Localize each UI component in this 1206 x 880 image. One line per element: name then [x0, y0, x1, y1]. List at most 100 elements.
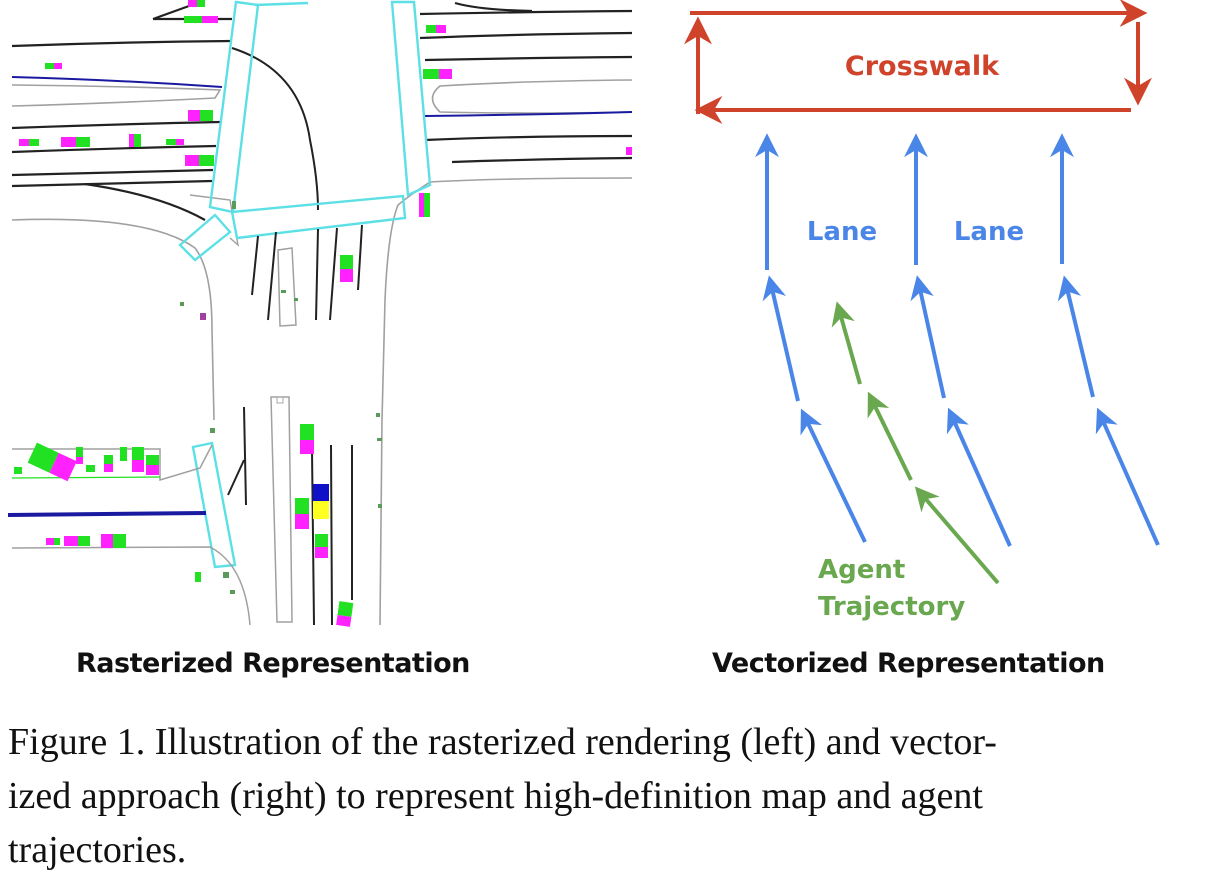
- agent: [146, 455, 159, 475]
- trajectory-vector: [831, 301, 862, 385]
- road-edge: [11, 84, 222, 107]
- agents: [14, 0, 632, 627]
- crosswalk-label: Crosswalk: [845, 51, 1000, 82]
- lane-line: [11, 39, 233, 48]
- agent: [185, 155, 214, 166]
- agent: [129, 134, 141, 147]
- crosswalk-north-east: [390, 0, 432, 197]
- agent: [64, 536, 90, 546]
- agent-label-line2: Trajectory: [818, 592, 965, 622]
- caption-line: trajectories.: [8, 829, 187, 871]
- crosswalk-lower: [191, 441, 237, 569]
- agent: [86, 465, 95, 472]
- crosswalks: [178, 0, 432, 569]
- agent: [104, 455, 113, 472]
- road-edge: [431, 79, 633, 114]
- lane-label-1: Lane: [807, 217, 877, 247]
- figure-caption: Figure 1. Illustration of the rasterized…: [8, 715, 1194, 877]
- agent: [45, 63, 62, 69]
- caption-line: Figure 1. Illustration of the rasterized…: [8, 721, 997, 763]
- vectorized-diagram: Crosswalk Lane Lane Agent Trajectory: [684, 0, 1160, 622]
- agent: [14, 467, 22, 474]
- crosswalk-diag: [178, 213, 232, 262]
- road-edge: [379, 177, 633, 626]
- agent-label-line1: Agent: [818, 555, 905, 585]
- caption-line: ized approach (right) to represent high-…: [8, 775, 983, 817]
- rasterized-panel-label: Rasterized Representation: [76, 648, 470, 679]
- lane-line: [267, 231, 277, 321]
- lane-line: [424, 134, 633, 142]
- lane-vector: [800, 408, 867, 543]
- ego-vehicle: [313, 484, 329, 519]
- road-edge: [11, 218, 215, 421]
- divider-line-east: [424, 111, 633, 117]
- agent: [336, 601, 354, 627]
- agent: [340, 255, 353, 282]
- lane-lines-south: [227, 224, 363, 626]
- trajectory-vector: [914, 486, 1000, 585]
- agent: [315, 534, 328, 558]
- agent-trajectory: [831, 301, 1000, 585]
- lane-line: [11, 168, 214, 177]
- lane-line: [419, 31, 633, 40]
- lane-line: [454, 1, 533, 13]
- crosswalk-polygon: [684, 0, 1152, 124]
- vectorized-panel-label: Vectorized Representation: [712, 648, 1105, 679]
- lane-label-2: Lane: [954, 217, 1024, 247]
- agent: [626, 147, 632, 155]
- lane-vector: [910, 275, 946, 399]
- lane-line: [11, 120, 221, 130]
- agent: [101, 534, 126, 548]
- agent: [188, 0, 205, 7]
- agent: [188, 110, 213, 121]
- divider-line-west: [11, 76, 223, 88]
- agent: [419, 193, 430, 217]
- lane-line: [424, 55, 633, 62]
- lane-vector: [1095, 407, 1160, 546]
- lane-vectors: [755, 133, 1160, 547]
- agent: [426, 25, 446, 33]
- lane-line: [311, 449, 315, 626]
- lane-line: [11, 144, 217, 154]
- lane-line: [315, 228, 319, 321]
- road-edge: [11, 546, 251, 626]
- trajectory-vector: [867, 391, 913, 481]
- lane-line: [330, 444, 333, 626]
- agent: [184, 16, 218, 23]
- agent: [61, 137, 90, 147]
- agent: [423, 69, 452, 79]
- lane-line: [451, 156, 633, 164]
- median-island: [277, 247, 297, 327]
- lane-lines-west: [11, 0, 233, 221]
- agent: [27, 442, 77, 482]
- agent: [166, 139, 184, 145]
- lane-lines-east: [419, 1, 633, 164]
- lane-vector: [946, 407, 1012, 547]
- agent: [120, 447, 127, 461]
- crosswalk-north-top: [254, 1, 309, 7]
- lane-vector: [1057, 275, 1095, 398]
- median-island: [270, 396, 293, 623]
- agent: [300, 424, 314, 454]
- divider-line-south-west: [7, 511, 207, 517]
- lane-vector: [762, 275, 800, 402]
- crosswalk-south: [230, 194, 407, 240]
- road-edge-green: [11, 476, 161, 479]
- crosswalk-north-west: [208, 0, 260, 214]
- lane-line: [227, 406, 247, 506]
- rasterized-map: [7, 0, 633, 627]
- figure-canvas: Crosswalk Lane Lane Agent Trajectory: [7, 0, 1160, 627]
- agent: [132, 447, 144, 472]
- agent: [76, 447, 83, 464]
- road-edge: [189, 194, 240, 247]
- turn-lane-curve: [231, 47, 319, 211]
- road-edge: [12, 444, 213, 482]
- agent: [295, 498, 309, 529]
- lane-line: [357, 224, 363, 291]
- agent: [19, 139, 39, 146]
- lane-line: [251, 235, 259, 296]
- lane-line: [84, 182, 206, 221]
- lane-line: [419, 9, 633, 16]
- lane-line: [329, 227, 338, 321]
- lane-line: [11, 179, 213, 188]
